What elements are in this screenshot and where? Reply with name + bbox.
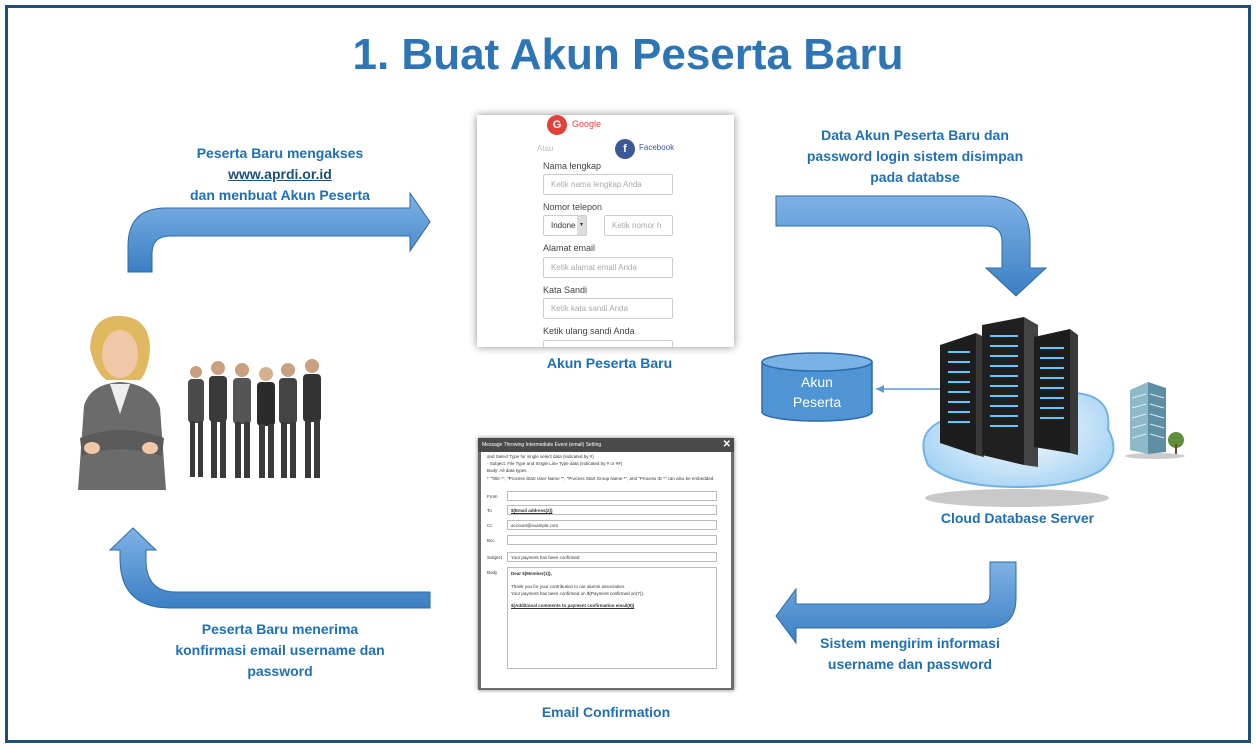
- country-select[interactable]: Indone ▾: [543, 215, 587, 236]
- facebook-icon[interactable]: f: [615, 139, 635, 159]
- page-title: 1. Buat Akun Peserta Baru: [352, 30, 904, 79]
- from-field[interactable]: [507, 491, 717, 501]
- people-illustration: [78, 315, 321, 490]
- or-label: Atau: [537, 144, 554, 153]
- password-label: Kata Sandi: [543, 285, 588, 295]
- name-label: Nama lengkap: [543, 161, 602, 171]
- phone-label: Nomor telepon: [543, 202, 603, 212]
- password-input[interactable]: Ketik kata sandi Anda: [543, 298, 673, 319]
- server-rack-right: [1034, 329, 1078, 455]
- email-window-body: and Select Type for single select data (…: [481, 452, 731, 688]
- repeat-password-label: Ketik ulang sandi Anda: [543, 326, 635, 336]
- registration-form-screenshot: G Google Atau f Facebook Nama lengkap Ke…: [477, 115, 734, 347]
- form-caption: Akun Peserta Baru: [546, 355, 673, 371]
- arrow-to-form: [127, 191, 431, 273]
- body-field[interactable]: Dear $(Member(1)), Thank you for your co…: [507, 567, 717, 669]
- country-value: Indone: [551, 221, 576, 230]
- building-icon: [1125, 382, 1185, 459]
- arrow-to-email: [775, 561, 1017, 645]
- email-caption: Email Confirmation: [541, 704, 671, 720]
- close-icon[interactable]: ✕: [722, 439, 731, 450]
- repeat-password-input[interactable]: [543, 340, 673, 347]
- name-input[interactable]: Ketik nama lengkap Anda: [543, 174, 673, 195]
- database-cylinder: [761, 352, 873, 422]
- to-field[interactable]: $(Email address(2)): [507, 505, 717, 515]
- bcc-field[interactable]: [507, 535, 717, 545]
- database-label: Akun Peserta: [792, 374, 842, 410]
- caption-step2: Data Akun Peserta Baru dan password logi…: [806, 127, 1024, 185]
- google-label: Google: [572, 119, 602, 129]
- arrow-to-user: [108, 527, 431, 609]
- email-settings-screenshot: Message Throwing Intermediate Event (ema…: [478, 438, 734, 690]
- server-caption: Cloud Database Server: [940, 510, 1095, 526]
- diagram-frame: [5, 5, 1251, 743]
- subject-field[interactable]: Your payment has been confirmed: [507, 552, 717, 562]
- aprdi-link[interactable]: www.aprdi.or.id: [228, 166, 332, 182]
- email-window-title: Message Throwing Intermediate Event (ema…: [478, 438, 734, 452]
- caption-step3: Sistem mengirim informasi username dan p…: [820, 635, 1000, 672]
- phone-input[interactable]: Ketik nomor h: [604, 215, 673, 236]
- chevron-down-icon: ▾: [577, 216, 586, 235]
- caption-step4: Peserta Baru menerima konfirmasi email u…: [175, 621, 385, 679]
- facebook-label: Facebook: [639, 143, 675, 152]
- server-rack-center: [982, 317, 1038, 467]
- google-icon[interactable]: G: [547, 115, 567, 135]
- email-label: Alamat email: [543, 243, 596, 253]
- caption-step1: Peserta Baru mengakses www.aprdi.or.id d…: [170, 143, 390, 206]
- email-input[interactable]: Ketik alamat email Anda: [543, 257, 673, 278]
- cloud-server-icon: [922, 317, 1115, 507]
- arrow-to-server: [775, 195, 1048, 297]
- cc-field[interactable]: account@example.com: [507, 520, 717, 530]
